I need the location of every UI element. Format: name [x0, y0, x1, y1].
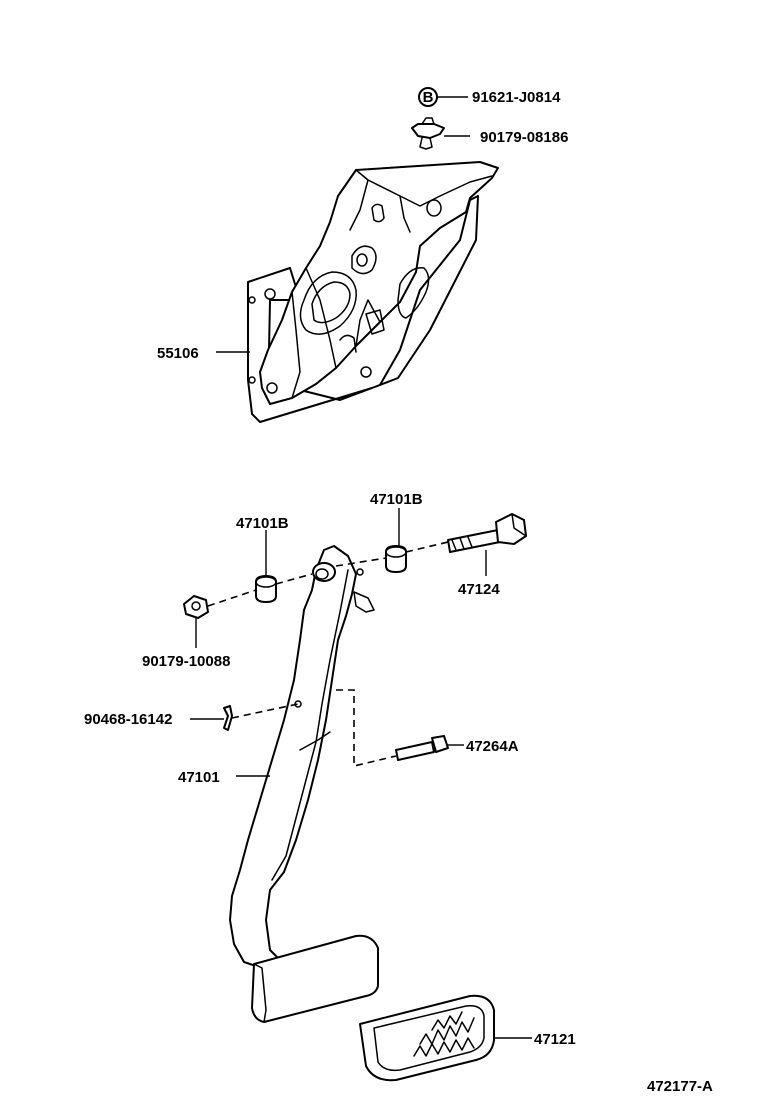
label-91621-j0814: 91621-J0814	[472, 89, 561, 106]
label-47101: 47101	[178, 769, 220, 786]
label-90179-08186: 90179-08186	[480, 129, 568, 146]
label-90468-16142: 90468-16142	[84, 711, 172, 728]
assembly-lines	[207, 541, 449, 768]
label-90179-10088: 90179-10088	[142, 653, 230, 670]
part-90468-clip	[190, 705, 233, 731]
part-90179-10088-nut	[183, 595, 209, 648]
callout-letter: B	[423, 89, 434, 106]
part-47124-bolt	[447, 513, 527, 576]
part-47101b-bushing-right	[385, 508, 407, 573]
part-55106-bracket	[216, 161, 499, 423]
figure-id: 472177-A	[647, 1078, 713, 1095]
part-47121-pedal-pad	[359, 994, 532, 1082]
label-47101b-right: 47101B	[370, 491, 423, 508]
part-91621-callout: B	[418, 87, 468, 107]
label-47121: 47121	[534, 1031, 576, 1048]
label-47101b-left: 47101B	[236, 515, 289, 532]
label-47124: 47124	[458, 581, 500, 598]
label-55106: 55106	[157, 345, 199, 362]
part-labels: 91621-J0814 90179-08186 55106 47101B 471…	[84, 89, 713, 1095]
part-47101-pedal-arm	[229, 545, 379, 1023]
part-47101b-bushing-left	[255, 530, 277, 603]
part-90179-nut	[411, 117, 470, 150]
part-47264a-pin	[395, 735, 464, 761]
label-47264a: 47264A	[466, 738, 519, 755]
